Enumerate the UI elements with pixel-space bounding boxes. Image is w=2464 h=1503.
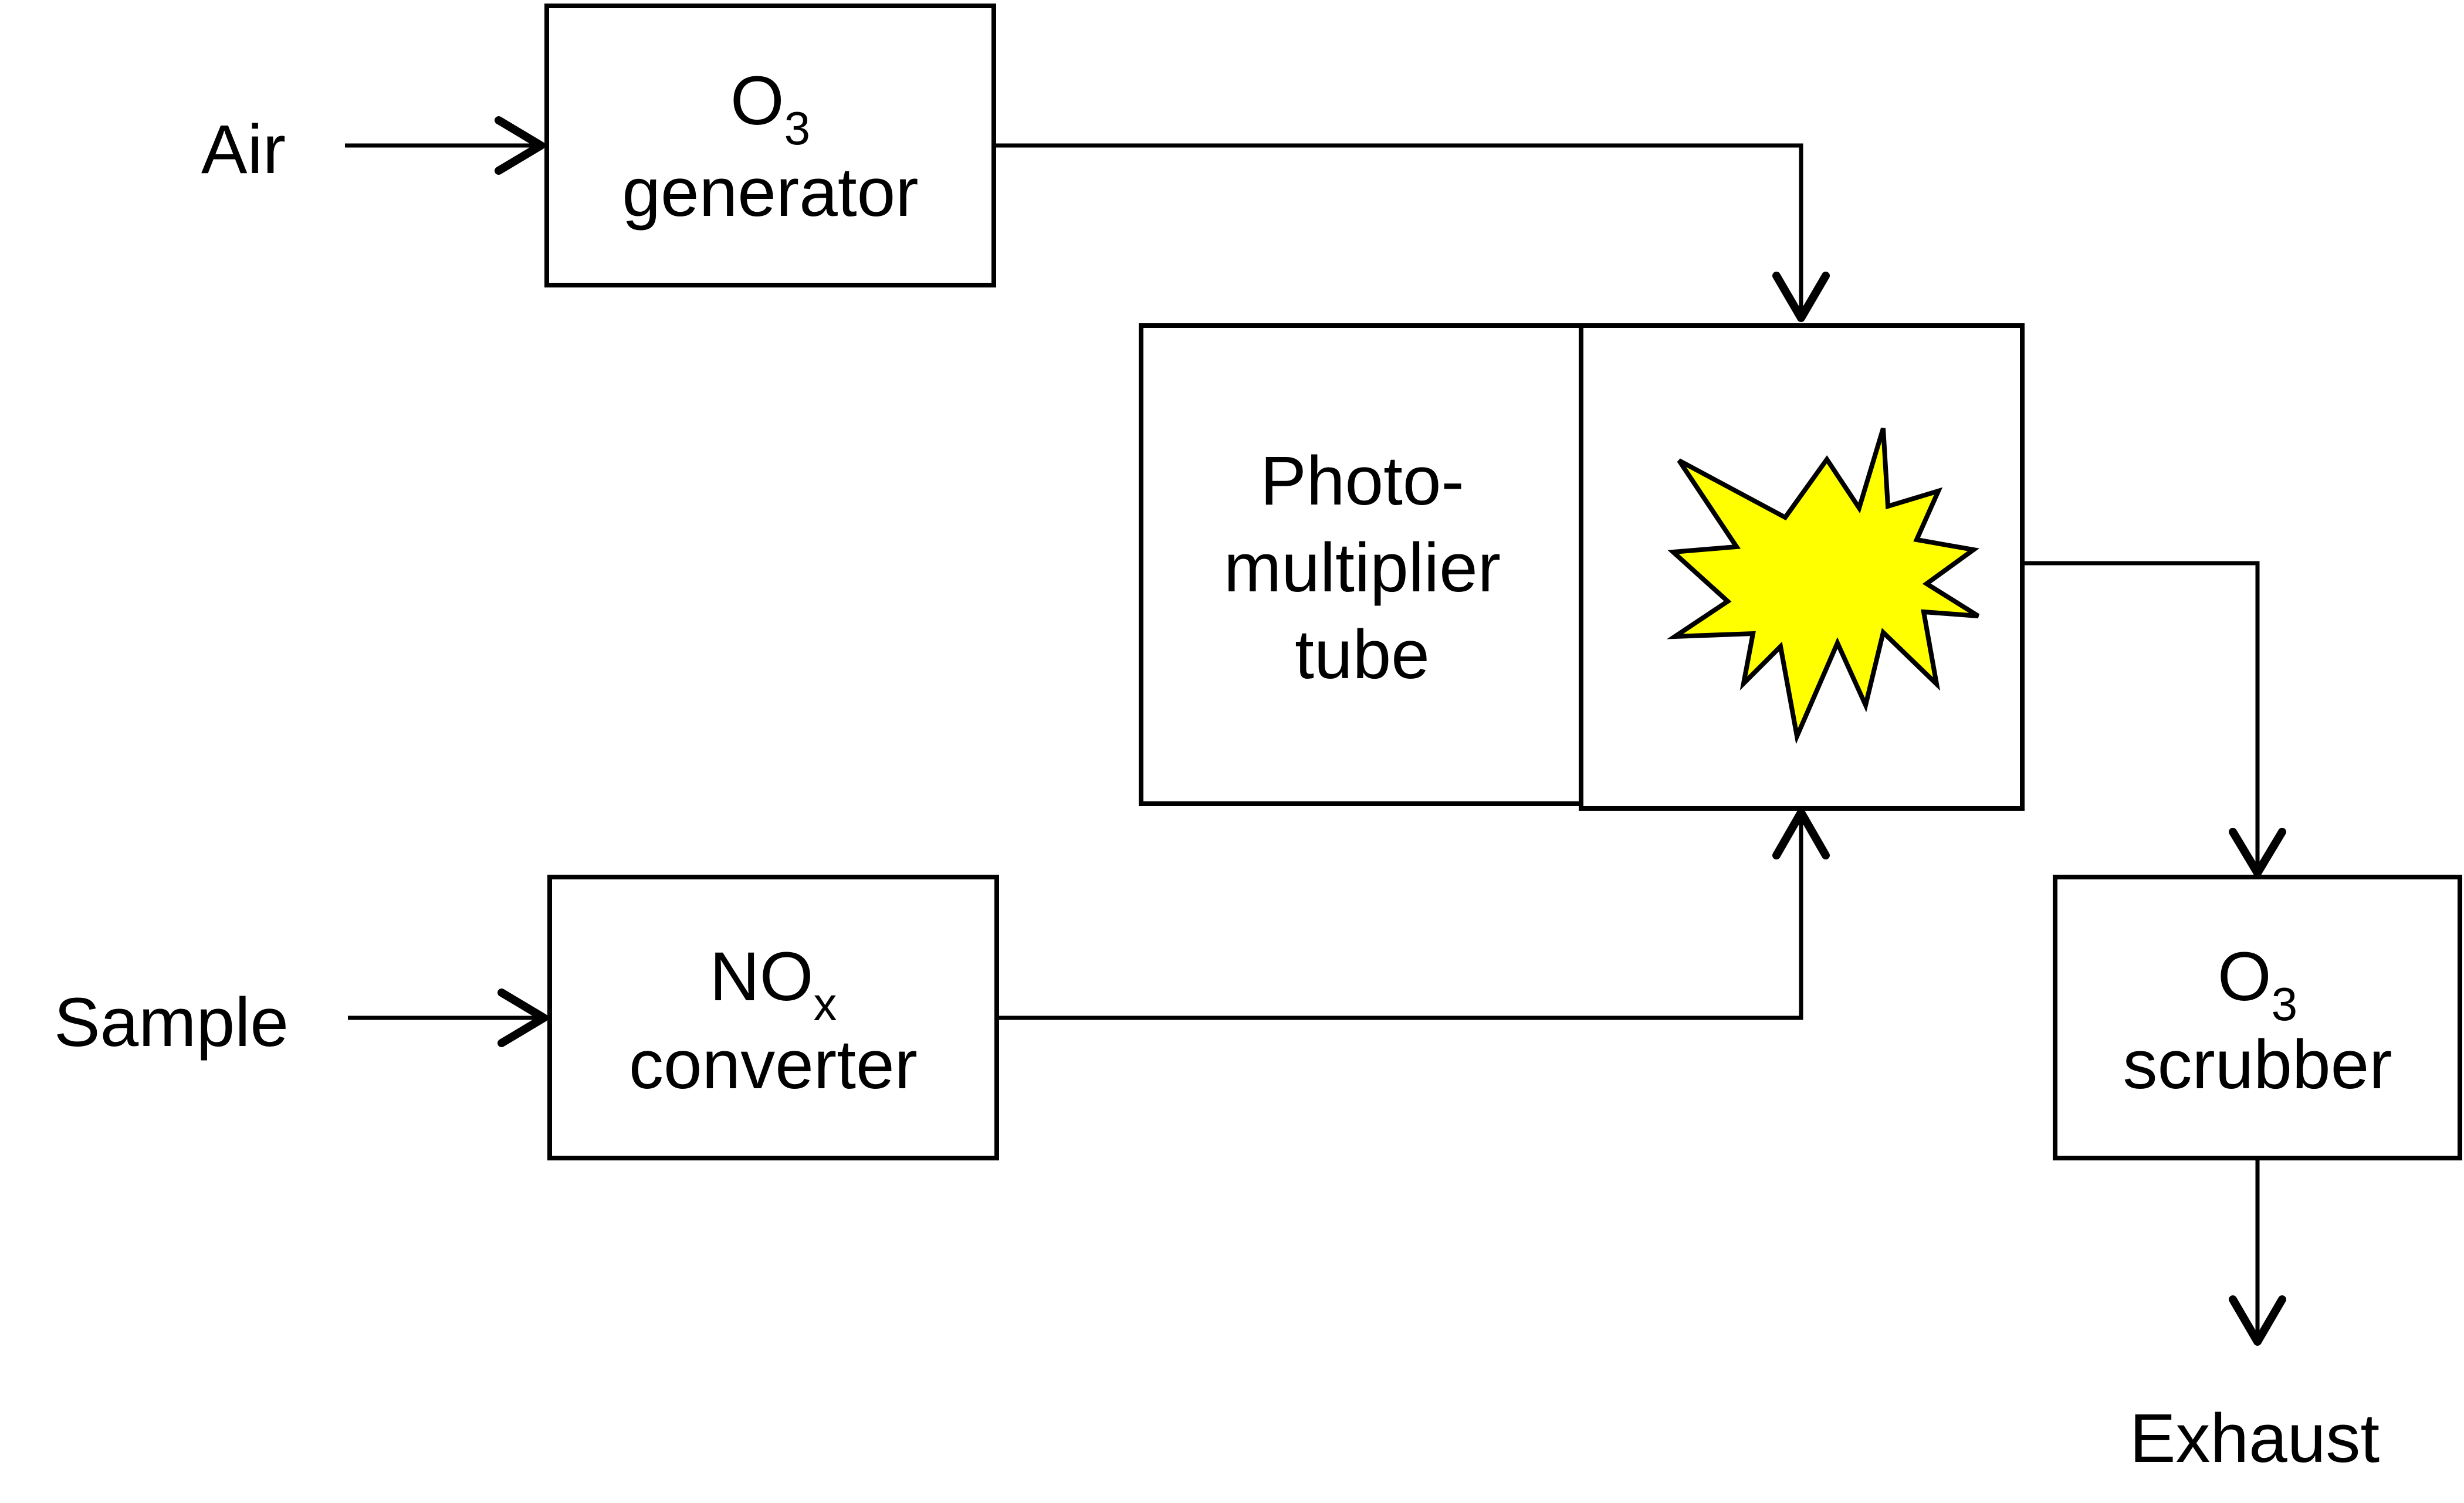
o3-generator-label: generator	[622, 154, 918, 231]
exhaust-label: Exhaust	[2130, 1400, 2380, 1477]
nox-converter-formula: NOx	[710, 938, 837, 1030]
chamber-bottom-arrowhead-icon	[1772, 808, 1830, 859]
air-label: Air	[201, 111, 286, 188]
o3-scrubber-box: O3 scrubber	[2053, 875, 2462, 1160]
photomultiplier-line2: multiplier	[1224, 529, 1501, 607]
exhaust-arrowhead-icon	[2229, 1295, 2286, 1346]
scrubber-arrowhead-icon	[2229, 828, 2286, 877]
air-arrowhead-icon	[495, 116, 545, 175]
o3-generator-formula: O3	[730, 62, 810, 154]
sample-arrowhead-icon	[497, 989, 548, 1047]
o3-scrubber-label: scrubber	[2123, 1026, 2392, 1103]
nox-converter-box: NOx converter	[547, 875, 999, 1160]
converter-to-chamber-line	[997, 815, 1803, 1020]
chamber-top-arrowhead-icon	[1772, 272, 1830, 322]
o3-generator-box: O3 generator	[544, 4, 996, 287]
photomultiplier-line3: tube	[1295, 616, 1430, 693]
photomultiplier-tube-box: Photo- multiplier tube	[1139, 323, 1583, 806]
o3-scrubber-formula: O3	[2218, 938, 2297, 1030]
photomultiplier-line1: Photo-	[1260, 442, 1464, 520]
reaction-chamber-box	[1579, 323, 2025, 811]
generator-to-chamber-line	[994, 143, 1803, 314]
nox-converter-label: converter	[629, 1026, 918, 1103]
sample-label: Sample	[54, 984, 289, 1061]
light-flash-icon	[1666, 427, 1980, 744]
chamber-to-scrubber-line	[2022, 561, 2260, 869]
